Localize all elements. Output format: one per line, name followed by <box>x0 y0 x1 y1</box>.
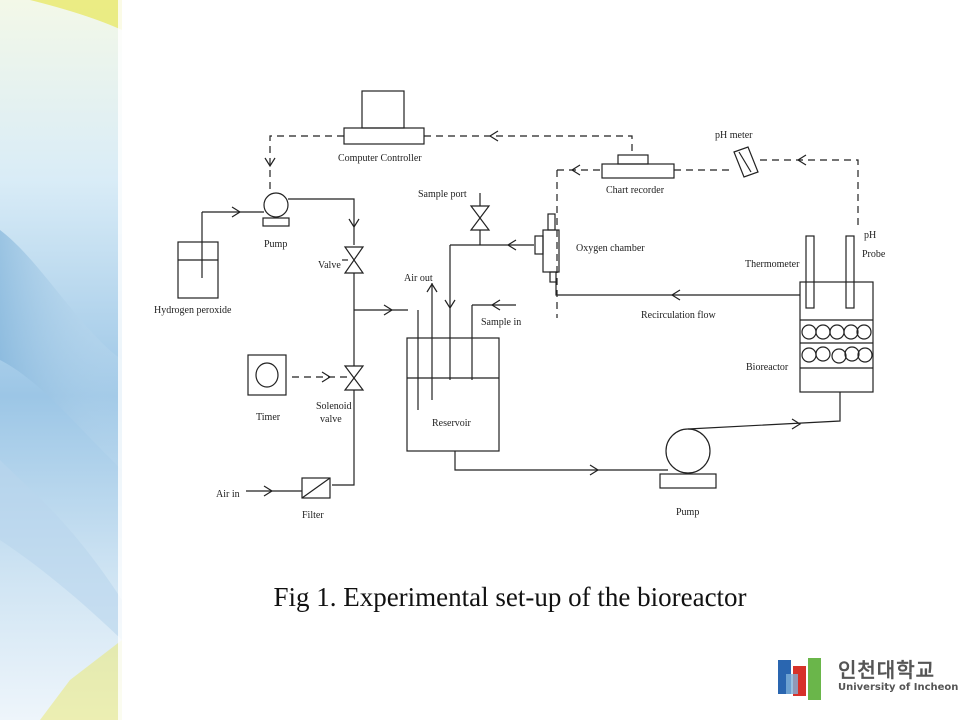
hydrogen-peroxide-label: Hydrogen peroxide <box>154 305 232 316</box>
air-filter: Air in Filter <box>216 477 331 521</box>
air-in-label: Air in <box>216 489 240 500</box>
valve-label: Valve <box>318 260 341 271</box>
signal-lines <box>264 130 859 383</box>
ph-meter: pH meter <box>715 130 759 178</box>
reservoir-label: Reservoir <box>432 418 472 429</box>
timer: Timer <box>247 354 287 423</box>
peroxide-line <box>202 198 360 245</box>
pump-top-label: Pump <box>264 239 287 250</box>
ph-label: pH <box>864 230 876 241</box>
ph-meter-label: pH meter <box>715 130 753 141</box>
valve: Valve <box>318 246 365 274</box>
hydrogen-peroxide-tank: Hydrogen peroxide <box>154 212 232 316</box>
logo-english-text: University of Incheon <box>838 682 959 693</box>
chart-recorder: Chart recorder <box>601 154 675 196</box>
timer-label: Timer <box>256 412 281 423</box>
pump-top: Pump <box>262 192 290 250</box>
filter-label: Filter <box>302 510 324 521</box>
sample-port-label: Sample port <box>418 189 467 200</box>
computer-controller: Computer Controller <box>338 90 425 164</box>
air-out-label: Air out <box>404 273 433 284</box>
computer-controller-label: Computer Controller <box>338 153 422 164</box>
bottom-circulation: Pump <box>454 392 841 518</box>
oxygen-chamber: Oxygen chamber <box>534 213 645 283</box>
solenoid-valve: Solenoid valve <box>316 365 365 425</box>
logo-korean-text: 인천대학교 <box>838 658 935 682</box>
recirculation-flow-label: Recirculation flow <box>641 310 716 321</box>
thermometer-label: Thermometer <box>745 259 800 270</box>
sample-port: Sample port <box>418 189 534 251</box>
main-line <box>332 273 408 486</box>
reservoir: Air out Sample in Reservoir <box>404 245 521 452</box>
pump-bottom-label: Pump <box>676 507 699 518</box>
bioreactor: Thermometer pH Probe Bioreactor <box>745 230 886 393</box>
bioreactor-label: Bioreactor <box>746 362 789 373</box>
figure-caption: Fig 1. Experimental set-up of the biorea… <box>273 582 747 612</box>
solenoid-label: Solenoid <box>316 401 352 412</box>
solenoid-valve-label: valve <box>320 414 342 425</box>
oxygen-chamber-label: Oxygen chamber <box>576 243 645 254</box>
recirculation-line: Recirculation flow <box>555 282 800 321</box>
chart-recorder-label: Chart recorder <box>606 185 665 196</box>
university-logo <box>778 658 821 700</box>
sample-in-label: Sample in <box>481 317 521 328</box>
probe-label: Probe <box>862 249 886 260</box>
